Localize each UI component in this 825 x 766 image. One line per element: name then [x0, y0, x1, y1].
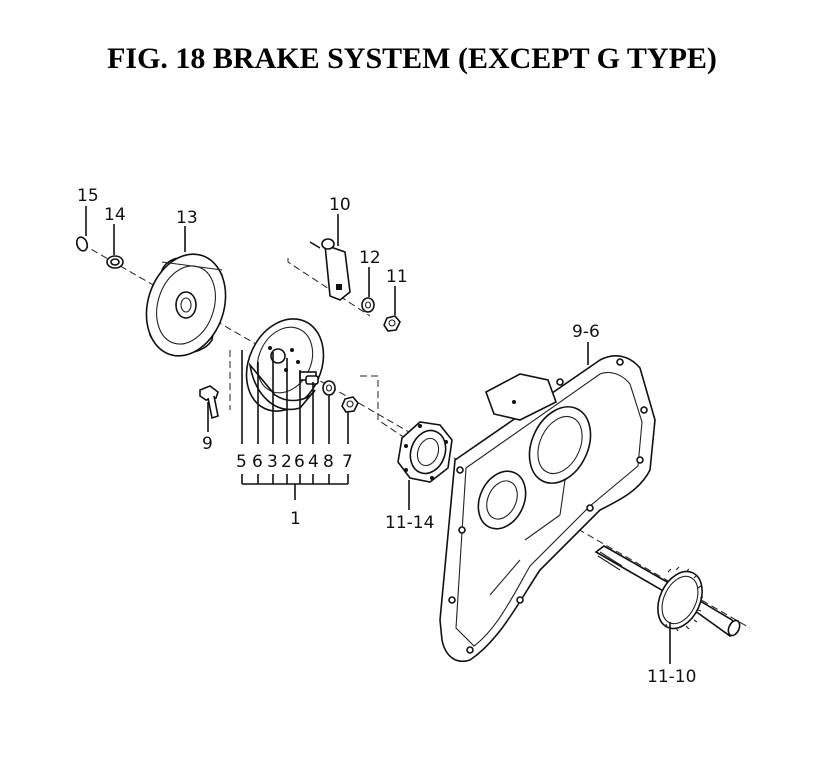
bolt-part-9 [199, 385, 219, 420]
label-8: 8 [323, 452, 334, 472]
figure-title: FIG. 18 BRAKE SYSTEM (EXCEPT G TYPE) [107, 42, 717, 75]
label-2: 2 [281, 452, 292, 472]
leader-lines [85, 206, 671, 664]
label-11-10: 11-10 [647, 667, 696, 687]
label-11-14: 11-14 [385, 513, 434, 533]
small-parts-4-8-7 [305, 375, 359, 413]
washer-part-12 [361, 297, 375, 313]
label-9-6: 9-6 [572, 322, 600, 342]
label-9: 9 [202, 434, 213, 454]
brake-plate-assembly-part-1 [245, 318, 325, 412]
label-5: 5 [236, 452, 247, 472]
nut-part-11 [383, 315, 401, 332]
washer-part-14 [106, 255, 124, 269]
label-13: 13 [176, 208, 198, 228]
part-labels: 15 14 13 10 12 11 9-6 9 5 6 3 2 6 4 8 7 … [77, 186, 696, 687]
label-10: 10 [329, 195, 351, 215]
brake-drum-part-13 [145, 253, 227, 357]
label-14: 14 [104, 205, 126, 225]
shaft-gear-part-11-10 [594, 545, 741, 637]
label-15: 15 [77, 186, 99, 206]
snap-ring-part-15 [75, 236, 89, 252]
label-7: 7 [342, 452, 353, 472]
label-6b: 6 [294, 452, 305, 472]
label-12: 12 [359, 248, 381, 268]
bearing-flange-part-11-14 [397, 421, 453, 483]
gearbox-case-part-9-6 [439, 355, 656, 662]
label-1: 1 [290, 509, 301, 529]
label-11: 11 [386, 267, 408, 287]
brake-lever-part-10 [309, 238, 351, 301]
label-3: 3 [267, 452, 278, 472]
label-6a: 6 [252, 452, 263, 472]
label-4: 4 [308, 452, 319, 472]
